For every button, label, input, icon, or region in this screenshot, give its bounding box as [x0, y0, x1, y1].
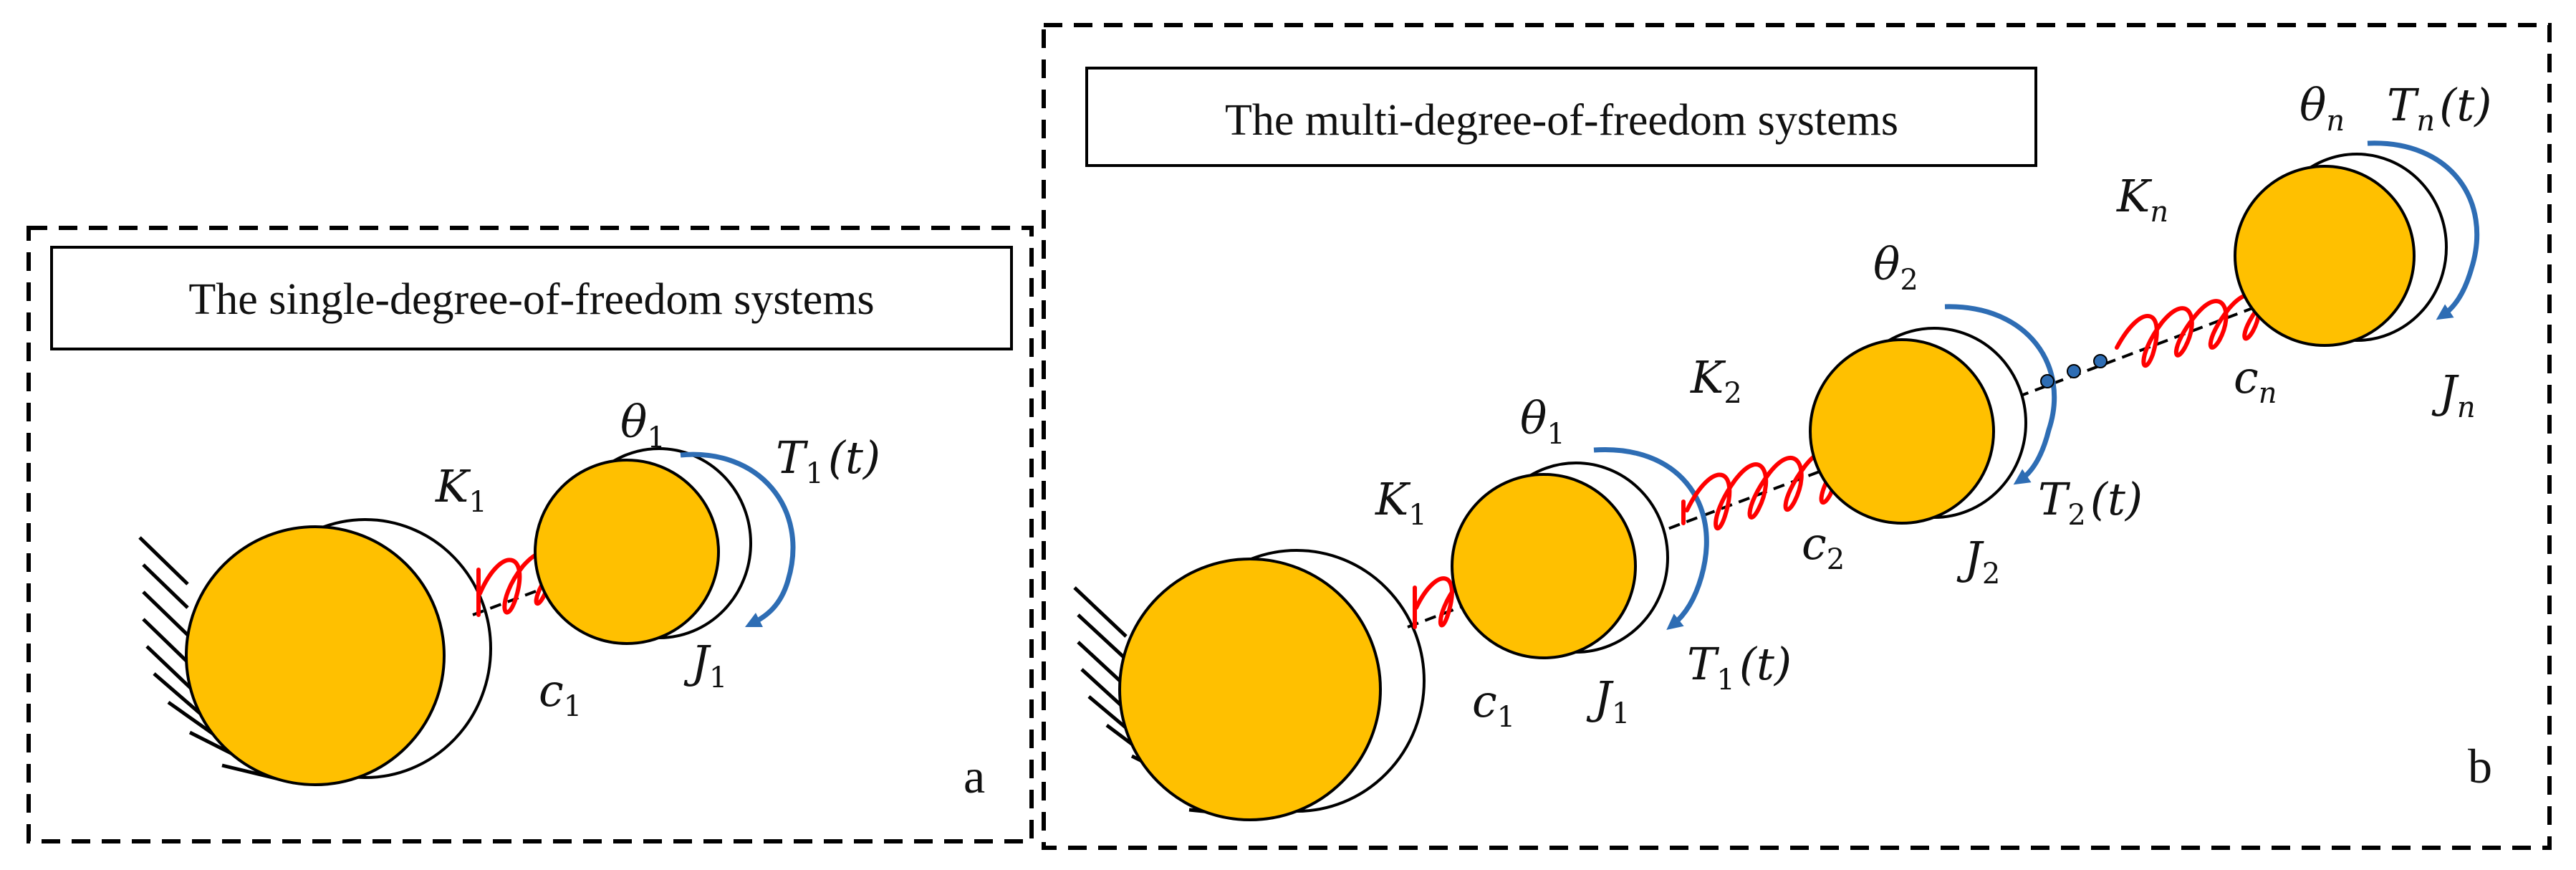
panel-a: The single-degree-of-freedom systems a — [27, 226, 1034, 843]
label-kn: Kn — [2116, 170, 2168, 229]
panel-b-title-box — [1085, 67, 2037, 167]
panel-a-title-box — [50, 246, 1013, 350]
continuation-dots — [2040, 354, 2108, 388]
label-j1-b: J1 — [1586, 671, 1630, 730]
label-c1-b: c1 — [1472, 675, 1515, 734]
label-k1-b: K1 — [1375, 473, 1427, 532]
label-t2: T2(t) — [2038, 473, 2143, 532]
label-j2: J2 — [1956, 532, 2000, 591]
label-tn: Tn(t) — [2387, 79, 2491, 138]
label-theta2: θ2 — [1873, 238, 1918, 297]
label-c1: c1 — [539, 664, 582, 723]
torque-arrow-t1-b — [1593, 446, 1709, 630]
fixed-disk-b — [1118, 549, 1426, 821]
label-j1: J1 — [683, 636, 727, 694]
label-c2: c2 — [1802, 517, 1845, 576]
label-k2: K2 — [1690, 351, 1742, 410]
panel-b-frame — [1042, 23, 2552, 850]
rotating-disk-1-b — [1451, 462, 1669, 659]
label-thetan: θn — [2299, 79, 2345, 138]
panel-a-letter: a — [963, 749, 985, 803]
label-t1: T1(t) — [776, 431, 880, 490]
label-jn: Jn — [2431, 365, 2476, 424]
torque-arrow-tn — [2367, 140, 2480, 320]
label-t1-b: T1(t) — [1687, 638, 1792, 697]
rotating-disk-1 — [534, 447, 752, 645]
panel-b: The multi-degree-of-freedom systems b — [1042, 23, 2552, 850]
rotating-disk-n — [2234, 153, 2448, 347]
panel-b-title: The multi-degree-of-freedom systems — [1225, 96, 1898, 145]
torque-arrow-t2 — [1944, 304, 2057, 485]
label-theta1-b: θ1 — [1520, 392, 1565, 451]
label-cn: cn — [2234, 351, 2277, 410]
label-theta1: θ1 — [620, 396, 665, 454]
rotating-disk-2 — [1809, 327, 2027, 525]
label-k1: K1 — [435, 460, 487, 519]
torque-arrow-t1 — [680, 451, 796, 628]
panel-a-frame — [27, 226, 1034, 843]
panel-b-letter: b — [2468, 739, 2492, 793]
fixed-disk — [185, 518, 492, 786]
panel-a-title: The single-degree-of-freedom systems — [188, 275, 874, 324]
